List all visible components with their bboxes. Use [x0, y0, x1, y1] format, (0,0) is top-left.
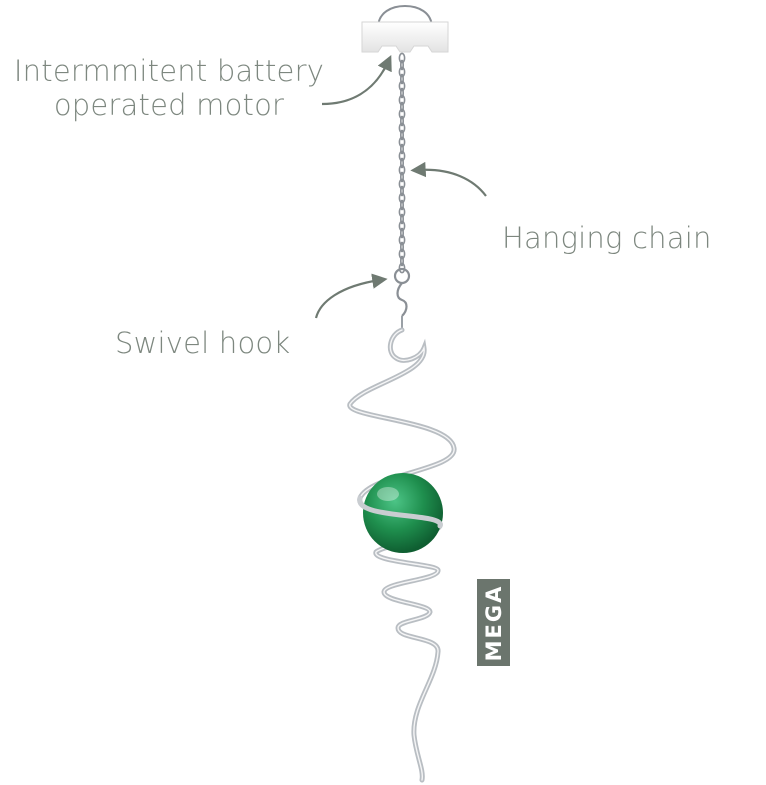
chain-link [399, 143, 404, 155]
hanging-chain [398, 52, 406, 274]
chain-link [398, 178, 406, 190]
chain-link [398, 122, 406, 134]
chain-link [399, 59, 404, 71]
motor-label-line-2: operated motor [53, 88, 285, 122]
chain-link [399, 171, 404, 183]
green-glass-ball [357, 473, 443, 553]
chain-link [398, 206, 406, 218]
chain-link [399, 129, 404, 141]
chain-link [398, 220, 406, 232]
chain-link [398, 262, 406, 274]
mega-badge: MEGA [477, 579, 510, 666]
chain-link [398, 108, 406, 120]
chain-link [398, 234, 406, 246]
chain-link [399, 255, 404, 267]
chain-link [398, 192, 406, 204]
chain-link [398, 248, 406, 260]
motor-label-line-1: Intermmitent battery [13, 54, 325, 88]
mega-badge-text: MEGA [481, 584, 506, 661]
motor-housing [361, 4, 449, 53]
chain-link [399, 199, 404, 211]
chain-link [399, 227, 404, 239]
chain-link [398, 150, 406, 162]
motor-label: Intermmitent battery operated motor [0, 54, 338, 122]
chain-link [399, 185, 404, 197]
chain-link [399, 213, 404, 225]
chain-link [398, 52, 406, 64]
chain-label: Hanging chain [502, 221, 712, 255]
motor-pointer-arrow [321, 55, 392, 106]
hook-pointer-arrow [314, 273, 388, 319]
chain-link [399, 241, 404, 253]
swivel-hook [393, 267, 411, 330]
chain-link [399, 87, 404, 99]
chain-pointer-arrow [410, 161, 487, 197]
chain-link [399, 73, 404, 85]
chain-link [398, 80, 406, 92]
chain-link [399, 101, 404, 113]
spiral-spinner [347, 327, 457, 783]
chain-link [398, 66, 406, 78]
chain-link [399, 157, 404, 169]
hook-label: Swivel hook [115, 326, 291, 360]
chain-link [399, 115, 404, 127]
chain-link [398, 164, 406, 176]
chain-link [398, 94, 406, 106]
chain-link [398, 136, 406, 148]
